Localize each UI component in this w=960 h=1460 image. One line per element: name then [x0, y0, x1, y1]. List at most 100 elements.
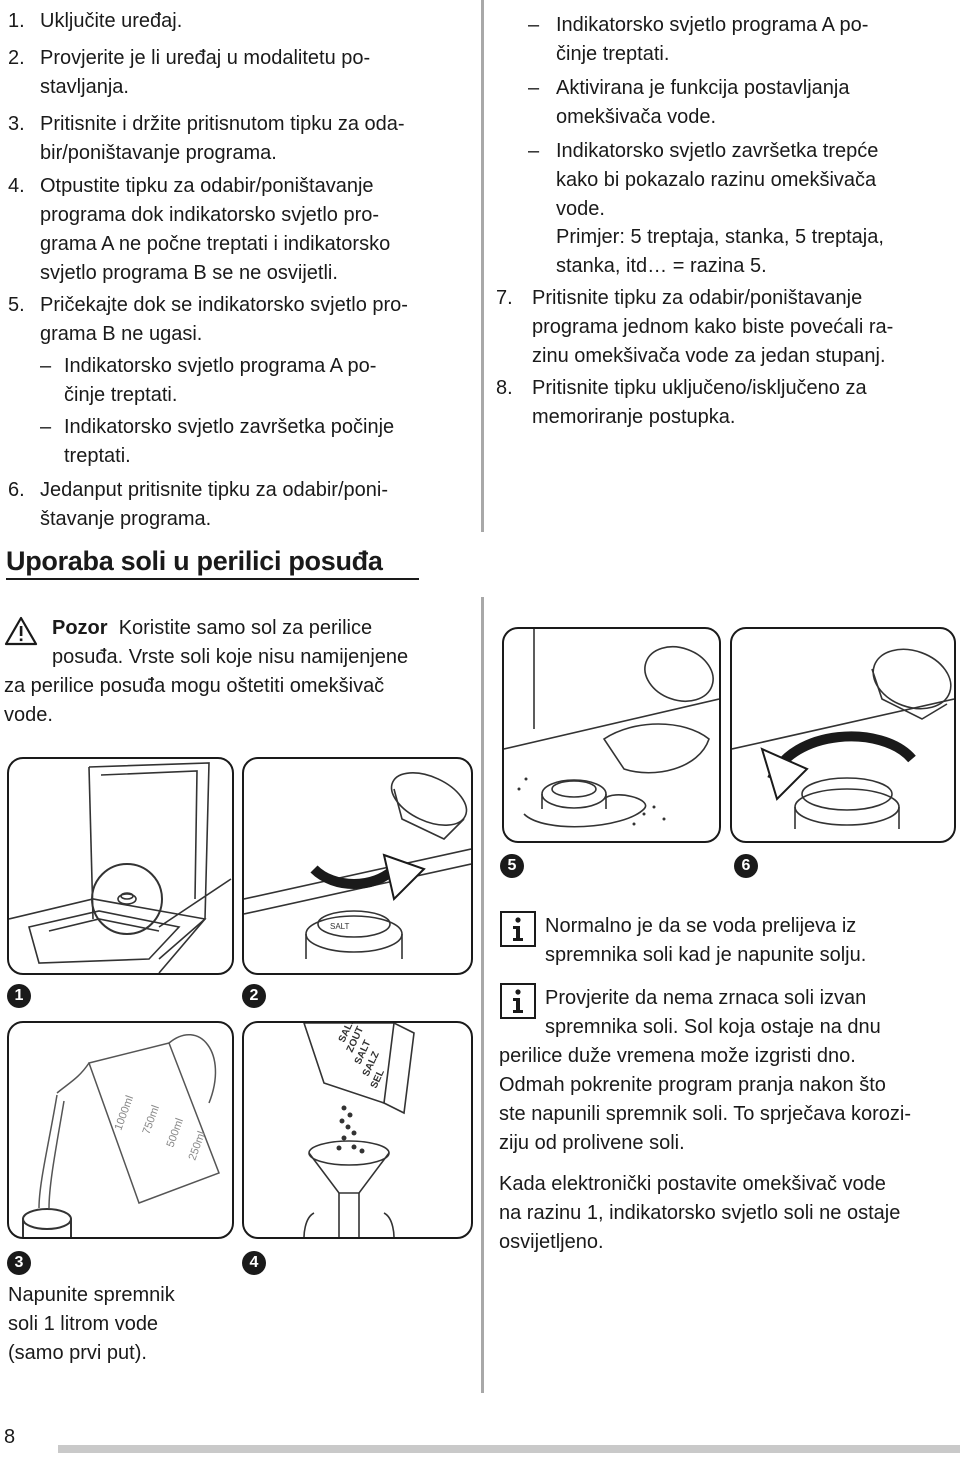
step-text: Provjerite je li uređaj u modalitetu po- — [40, 47, 371, 69]
step-text: vode. — [556, 198, 605, 220]
step-text: Otpustite tipku za odabir/poništavanje — [40, 175, 374, 197]
figure-fill-water: 1000ml 750ml 500ml 250ml — [7, 1021, 234, 1239]
step-text: činje treptati. — [64, 384, 178, 406]
step-text: Pritisnite tipku za odabir/poništavanje — [532, 287, 863, 309]
note-text: perilice duže vremena može izgristi dno. — [499, 1045, 856, 1067]
note-text: Normalno je da se voda prelijeva iz — [545, 915, 857, 937]
figure-pour-salt: SALE ZOUT SALT SALZ SEL — [242, 1021, 473, 1239]
note-3: Kada elektronički postavite omekšivač vo… — [499, 1170, 900, 1257]
column-divider-bottom — [481, 597, 484, 1393]
page-number: 8 — [4, 1426, 16, 1448]
step-text: Indikatorsko svjetlo programa A po- — [556, 14, 869, 36]
step-number: 2. — [8, 47, 25, 69]
step-text: grama A ne počne treptati i indikatorsko — [40, 233, 391, 255]
step-text: treptati. — [64, 445, 131, 467]
column-divider-top — [481, 0, 484, 532]
note-text: Kada elektronički postavite omekšivač vo… — [499, 1173, 886, 1195]
step-number: 8. — [496, 377, 513, 399]
step-text: kako bi pokazalo razinu omekšivača — [556, 169, 877, 191]
figure-number-badge: 1 — [7, 984, 31, 1008]
step-text: štavanje programa. — [40, 508, 212, 530]
figure-number-badge: 3 — [7, 1251, 31, 1275]
caption-text: (samo prvi put). — [8, 1342, 147, 1364]
caption-text: soli 1 litrom vode — [8, 1313, 159, 1335]
figure-unscrew-cap: SALT — [242, 757, 473, 975]
step-number: 4. — [8, 175, 25, 197]
step-text: Indikatorsko svjetlo programa A po- — [64, 355, 377, 377]
info-icon — [500, 983, 536, 1019]
note-text: osvijetljeno. — [499, 1231, 604, 1253]
figure-dishwasher-open — [7, 757, 234, 975]
dash-bullet: – — [40, 416, 52, 438]
caption-text: Napunite spremnik — [8, 1284, 175, 1306]
step-number: 7. — [496, 287, 513, 309]
step-text: programa dok indikatorsko svjetlo pro- — [40, 204, 380, 226]
step-text: programa jednom kako biste povećali ra- — [532, 316, 894, 338]
step-text: Aktivirana je funkcija postavljanja — [556, 77, 850, 99]
wipe-illustration — [504, 629, 719, 828]
figure-wipe-salt — [502, 627, 721, 843]
dash-bullet: – — [528, 140, 540, 162]
figure-number-badge: 6 — [734, 854, 758, 878]
note-text: spremnika soli. Sol koja ostaje na dnu — [545, 1016, 881, 1038]
note-text: na razinu 1, indikatorsko svjetlo soli n… — [499, 1202, 901, 1224]
note-text: Odmah pokrenite program pranja nakon što — [499, 1074, 886, 1096]
warning-triangle-icon — [4, 616, 38, 646]
step-number: 6. — [8, 479, 25, 501]
screw-cap-illustration — [732, 648, 954, 829]
info-icon — [500, 911, 536, 947]
note-2: Provjerite da nema zrnaca soli izvan spr… — [545, 984, 881, 1042]
step-text: Pričekajte dok se indikatorsko svjetlo p… — [40, 294, 408, 316]
step-text: Jedanput pritisnite tipku za odabir/poni… — [40, 479, 388, 501]
jug-mark: 1000ml — [113, 1094, 137, 1132]
salt-funnel-illustration: SALE ZOUT SALT SALZ SEL — [303, 1023, 415, 1237]
section-heading: Uporaba soli u perilici posuđa — [6, 546, 419, 580]
step-text: memoriranje postupka. — [532, 406, 736, 428]
dash-bullet: – — [40, 355, 52, 377]
note-text: Provjerite da nema zrnaca soli izvan — [545, 987, 867, 1009]
jug-mark: 250ml — [187, 1130, 209, 1162]
warning-text: vode. — [4, 704, 53, 726]
note-text: ste napunili spremnik soli. To sprječava… — [499, 1103, 912, 1125]
step-text: svjetlo programa B se ne osvijetli. — [40, 262, 338, 284]
warning-text: za perilice posuđa mogu oštetiti omekšiv… — [4, 675, 385, 697]
dishwasher-illustration — [9, 762, 232, 973]
step-text: Indikatorsko svjetlo završetka trepće — [556, 140, 879, 162]
step-text: stavljanja. — [40, 76, 129, 98]
example-text: stanka, itd… = razina 5. — [556, 255, 767, 277]
step-text: Pritisnite tipku uključeno/isključeno za — [532, 377, 867, 399]
footer-rule — [58, 1445, 960, 1453]
heading-underline — [6, 578, 419, 580]
step-text: zinu omekšivača vode za jedan stupanj. — [532, 345, 886, 367]
note-1: Normalno je da se voda prelijeva iz spre… — [545, 912, 866, 970]
step-text: Uključite uređaj. — [40, 10, 183, 32]
figure-screw-cap — [730, 627, 956, 843]
note-2-continued: perilice duže vremena može izgristi dno.… — [499, 1042, 911, 1158]
dash-bullet: – — [528, 77, 540, 99]
jug-mark: 500ml — [165, 1117, 187, 1149]
dash-bullet: – — [528, 14, 540, 36]
warning-label: Pozor — [52, 617, 108, 639]
step-text: bir/poništavanje programa. — [40, 142, 277, 164]
warning-text: posuđa. Vrste soli koje nisu namijenjene — [52, 646, 409, 668]
step-text: Indikatorsko svjetlo završetka počinje — [64, 416, 395, 438]
svg-text:SALT: SALT — [330, 922, 350, 931]
water-jug-illustration: 1000ml 750ml 500ml 250ml — [22, 1034, 220, 1237]
step-text: omekšivača vode. — [556, 106, 717, 128]
figure-number-badge: 4 — [242, 1251, 266, 1275]
figure-number-badge: 5 — [500, 854, 524, 878]
jug-mark: 750ml — [141, 1104, 163, 1136]
unscrew-illustration: SALT — [244, 772, 471, 959]
step-number: 3. — [8, 113, 25, 135]
figure-number-badge: 2 — [242, 984, 266, 1008]
warning-text: Koristite samo sol za perilice — [118, 617, 373, 639]
right-example: Primjer: 5 treptaja, stanka, 5 treptaja,… — [556, 223, 884, 281]
figure-caption: Napunite spremnik soli 1 litrom vode (sa… — [8, 1281, 175, 1368]
step-text: grama B ne ugasi. — [40, 323, 203, 345]
step-text: činje treptati. — [556, 43, 670, 65]
step-text: Pritisnite i držite pritisnutom tipku za… — [40, 113, 405, 135]
step-number: 1. — [8, 10, 25, 32]
note-text: ziju od prolivene soli. — [499, 1132, 685, 1154]
step-number: 5. — [8, 294, 25, 316]
example-text: Primjer: 5 treptaja, stanka, 5 treptaja, — [556, 226, 884, 248]
